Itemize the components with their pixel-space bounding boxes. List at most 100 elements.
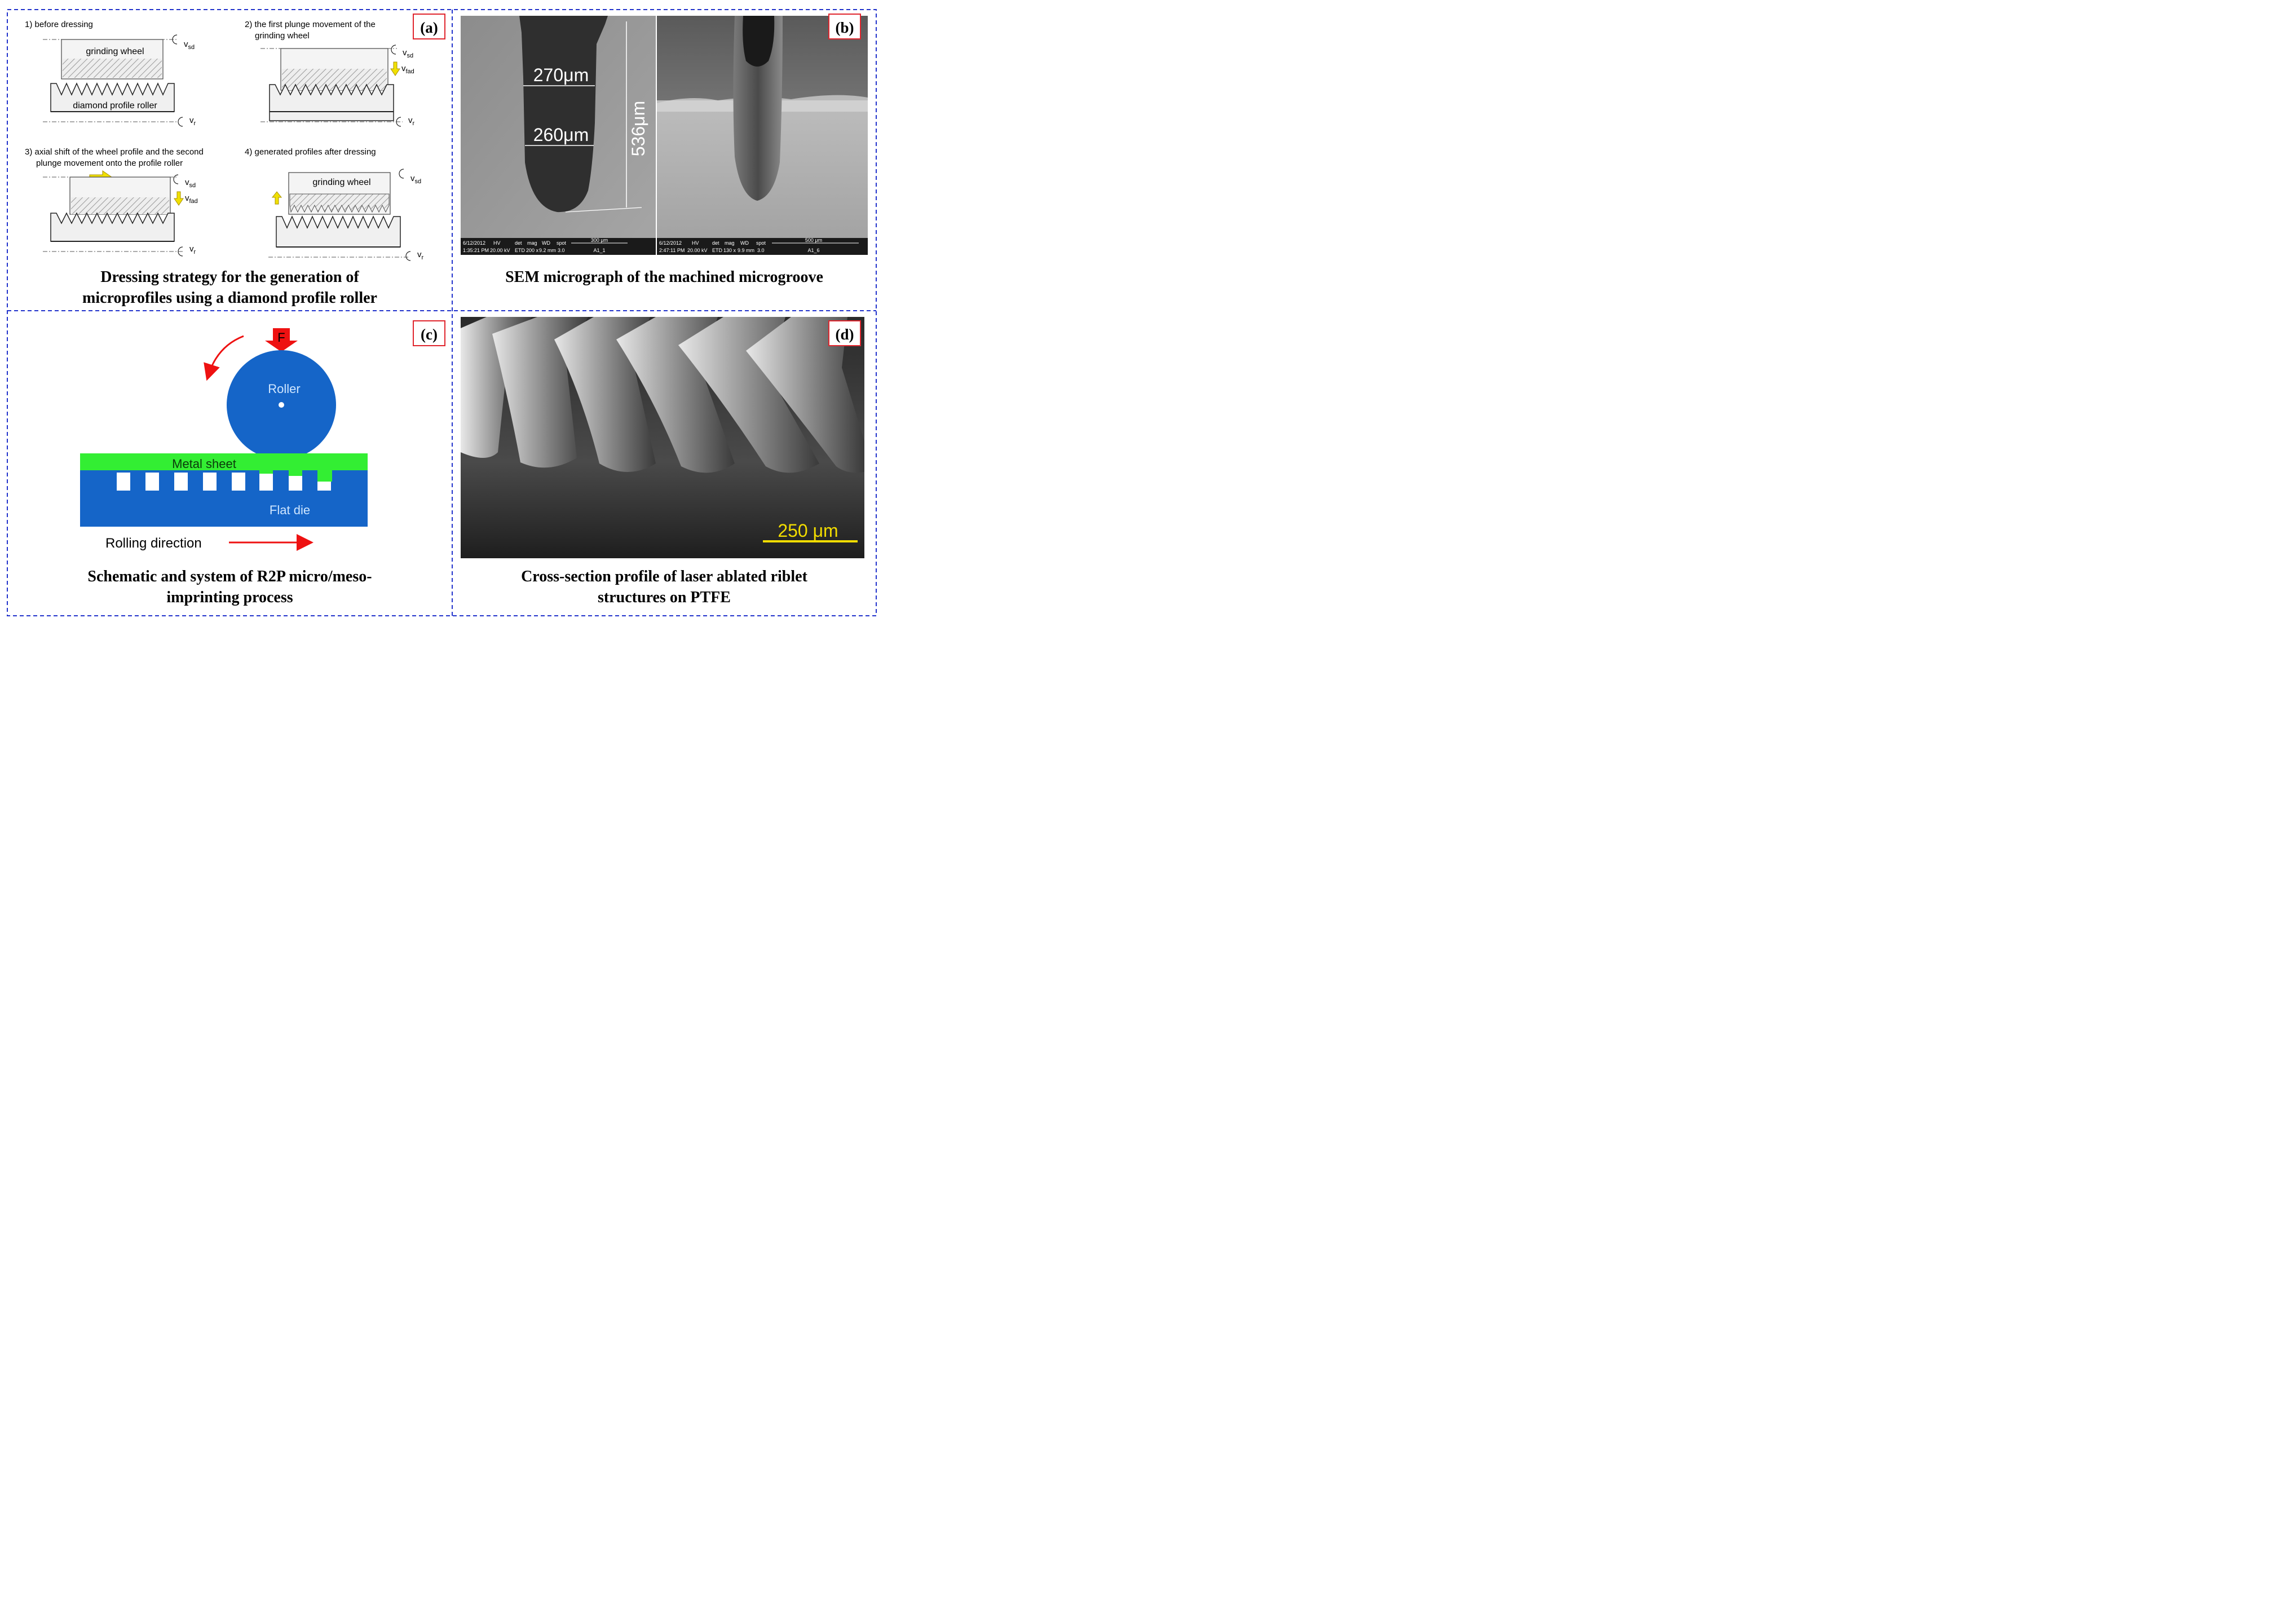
svg-text:A1_1: A1_1 <box>593 248 605 253</box>
svg-text:ETD: ETD <box>712 248 723 253</box>
grinding-wheel-3 <box>69 176 171 215</box>
r2p-schematic: F Roller Flat die Metal sheet <box>80 328 368 551</box>
vr-indicator-1: vr <box>178 116 196 127</box>
svg-text:vr: vr <box>408 116 415 127</box>
force-label: F <box>277 330 285 345</box>
vr-indicator-2: vr <box>396 116 415 127</box>
svg-text:A1_6: A1_6 <box>807 248 819 253</box>
svg-text:mag: mag <box>725 240 735 246</box>
svg-text:vsd: vsd <box>403 48 413 59</box>
panel-d: 250 μm (d) Cross-section profile of lase… <box>453 311 876 615</box>
panel-b: 270μm 260μm 536μm 6/12/2012 1:35:21 PM H… <box>453 10 876 310</box>
up-arrow-4 <box>271 191 282 205</box>
force-arrow: F <box>265 328 298 352</box>
caption-a-line1: Dressing strategy for the generation of <box>100 268 359 286</box>
svg-text:HV: HV <box>493 240 501 246</box>
vfad-arrow-3: vfad <box>174 191 198 206</box>
roller-label: Roller <box>268 382 300 396</box>
scale-bar-label: 250 μm <box>778 520 838 541</box>
grinding-wheel-label-4: grinding wheel <box>312 178 370 187</box>
svg-text:mag: mag <box>527 240 537 246</box>
dimension-260um: 260μm <box>533 125 589 145</box>
step-4-title: 4) generated profiles after dressing <box>245 147 376 157</box>
svg-text:3.0: 3.0 <box>558 248 565 253</box>
panel-label-c: (c) <box>413 320 445 346</box>
step-3-title-cont: plunge movement onto the profile roller <box>36 158 183 168</box>
svg-text:130 x: 130 x <box>723 248 736 253</box>
svg-text:WD: WD <box>740 240 749 246</box>
svg-text:vfad: vfad <box>185 193 198 205</box>
sem-info-bar-left: 6/12/2012 1:35:21 PM HV 20.00 kV det ETD… <box>461 237 656 255</box>
svg-text:vsd: vsd <box>184 39 195 51</box>
roller: Roller <box>227 350 336 460</box>
grinding-wheel-1: grinding wheel <box>61 39 164 80</box>
riblet-sem-image: 250 μm <box>461 317 864 558</box>
diamond-profile-roller-4 <box>276 215 401 248</box>
svg-text:vr: vr <box>189 116 196 127</box>
sem-micrograph-microgroove: 270μm 260μm 536μm 6/12/2012 1:35:21 PM H… <box>461 16 868 255</box>
diamond-profile-roller-3 <box>50 212 175 242</box>
svg-text:1:35:21 PM: 1:35:21 PM <box>463 248 489 253</box>
grinding-wheel-4: grinding wheel <box>288 172 391 215</box>
rotation-arrow <box>204 335 244 381</box>
svg-text:9.9 mm: 9.9 mm <box>738 248 754 253</box>
vr-indicator-4: vr <box>405 250 424 261</box>
grinding-wheel-label-1: grinding wheel <box>86 47 144 56</box>
svg-text:500 μm: 500 μm <box>805 237 822 243</box>
caption-c-line2: imprinting process <box>166 589 293 606</box>
svg-text:2:47:11 PM: 2:47:11 PM <box>659 248 685 253</box>
caption-d-line2: structures on PTFE <box>598 589 731 606</box>
caption-b: SEM micrograph of the machined microgroo… <box>505 268 823 286</box>
svg-text:20.00 kV: 20.00 kV <box>687 248 708 253</box>
panel-label-a: (a) <box>413 14 445 39</box>
panel-label-d: (d) <box>828 320 861 346</box>
svg-text:HV: HV <box>692 240 699 246</box>
diamond-profile-roller-2 <box>269 83 394 121</box>
dressing-strategy-diagram: 1) before dressing grinding wheel diamon… <box>25 20 424 261</box>
vsd-indicator-3: vsd <box>173 174 196 189</box>
svg-text:20.00 kV: 20.00 kV <box>490 248 510 253</box>
die-cavities <box>117 473 331 491</box>
step-2-title-cont: grinding wheel <box>255 31 310 41</box>
caption-c-line1: Schematic and system of R2P micro/meso- <box>87 568 372 585</box>
vsd-indicator-1: vsd <box>172 34 195 51</box>
caption-a-line2: microprofiles using a diamond profile ro… <box>82 289 377 307</box>
svg-text:200 x: 200 x <box>526 248 539 253</box>
step-3-title: 3) axial shift of the wheel profile and … <box>25 147 204 157</box>
sem-info-bar-right: 6/12/2012 2:47:11 PM HV 20.00 kV det ETD… <box>657 237 868 255</box>
svg-text:vfad: vfad <box>401 64 414 75</box>
step-1-title: 1) before dressing <box>25 20 93 29</box>
flat-die-label: Flat die <box>270 503 310 517</box>
svg-text:ETD: ETD <box>515 248 526 253</box>
vfad-arrow-2: vfad <box>390 61 414 76</box>
diamond-profile-roller-1: diamond profile roller <box>50 82 175 112</box>
svg-text:det: det <box>515 240 522 246</box>
vsd-indicator-2: vsd <box>391 45 413 59</box>
panel-a: 1) before dressing grinding wheel diamon… <box>8 10 452 310</box>
svg-text:vsd: vsd <box>410 174 421 185</box>
svg-text:3.0: 3.0 <box>757 248 765 253</box>
metal-sheet-label: Metal sheet <box>172 457 236 471</box>
panel-label-b: (b) <box>828 14 861 39</box>
figure-frame <box>7 9 877 616</box>
step-2-title: 2) the first plunge movement of the <box>245 20 376 29</box>
svg-text:9.2 mm: 9.2 mm <box>539 248 556 253</box>
grinding-wheel-2 <box>280 48 388 91</box>
svg-text:vsd: vsd <box>185 178 196 189</box>
svg-text:300 μm: 300 μm <box>591 237 608 243</box>
svg-text:6/12/2012: 6/12/2012 <box>659 240 682 246</box>
metal-sheet: Metal sheet <box>80 453 368 482</box>
diamond-profile-roller-label: diamond profile roller <box>73 101 157 111</box>
svg-text:spot: spot <box>756 240 766 246</box>
vr-indicator-3: vr <box>178 244 196 257</box>
vsd-indicator-4: vsd <box>399 169 421 185</box>
svg-text:det: det <box>712 240 719 246</box>
rolling-direction-label: Rolling direction <box>105 536 202 551</box>
panel-c: F Roller Flat die Metal sheet <box>8 311 452 615</box>
riblet-structures <box>461 317 864 473</box>
dimension-270um: 270μm <box>533 65 589 85</box>
svg-text:vr: vr <box>417 250 424 261</box>
svg-text:vr: vr <box>189 244 196 255</box>
caption-d-line1: Cross-section profile of laser ablated r… <box>521 568 807 585</box>
svg-text:spot: spot <box>557 240 567 246</box>
